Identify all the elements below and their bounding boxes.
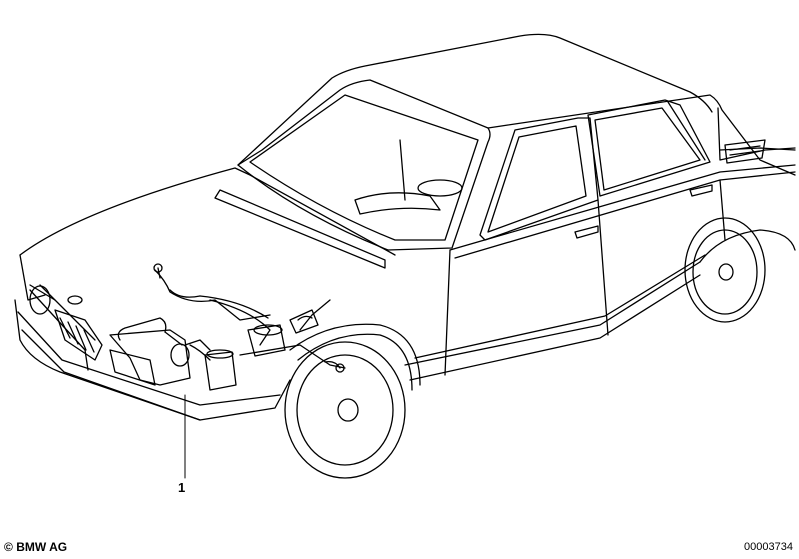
document-number: 00003734 (744, 541, 793, 553)
copyright-symbol: © (4, 540, 13, 554)
copyright-text: BMW AG (16, 540, 68, 554)
headlight-washer-assembly (109, 263, 346, 479)
car-body-outline (14, 33, 796, 479)
copyright-notice: © BMW AG (4, 540, 67, 554)
callout-label-1: 1 (178, 480, 186, 495)
